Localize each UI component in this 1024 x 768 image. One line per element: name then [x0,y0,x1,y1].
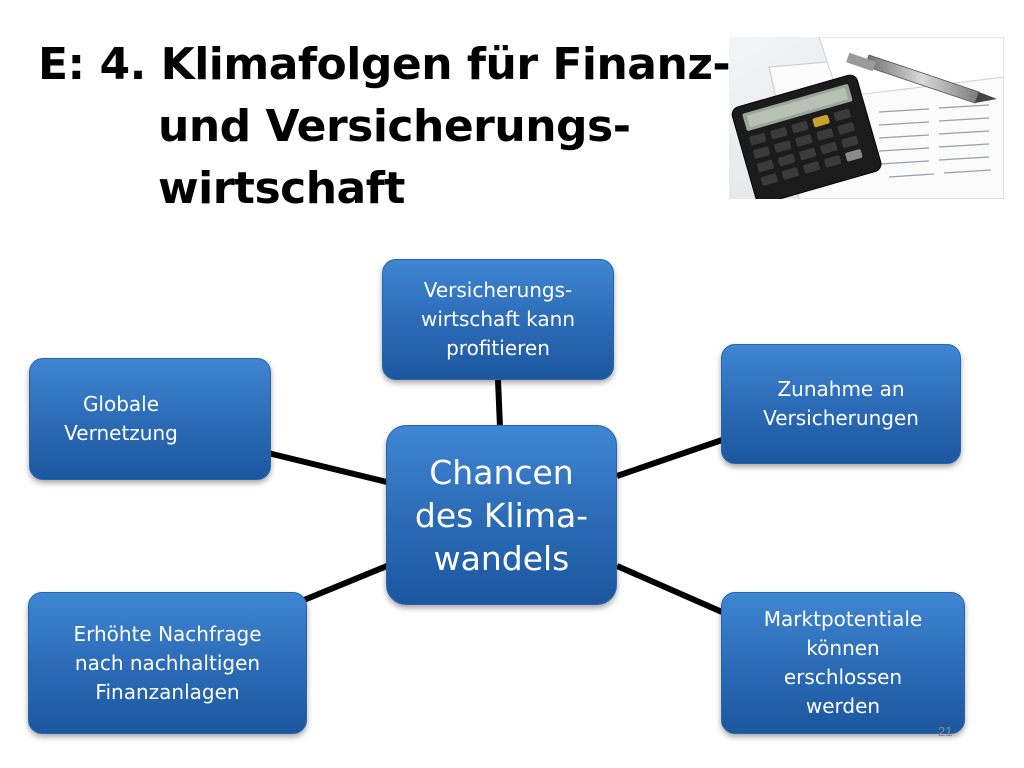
title-line-3: wirtschaft [158,163,405,214]
slide-title: E: 4. Klimafolgen für Finanz- und Versic… [38,34,731,220]
connector-left-upper [267,450,388,485]
title-line-1: E: 4. Klimafolgen für Finanz- [38,39,731,90]
calculator-illustration [729,37,1004,199]
node-erhoehte-nachfrage: Erhöhte Nachfrage nach nachhaltigen Fina… [28,592,307,734]
node-zunahme-versicherungen: Zunahme an Versicherungen [721,344,961,464]
connector-right-upper [616,437,723,479]
node-versicherungswirtschaft-profitieren: Versicherungs- wirtschaft kann profitier… [382,259,614,380]
calculator-photo [729,37,1004,199]
node-marktpotentiale: Marktpotentiale können erschlossen werde… [721,592,965,734]
connector-left-lower [302,563,389,603]
connector-top [495,379,503,428]
center-node-chancen-klimawandel: Chancen des Klima- wandels [386,425,617,605]
page-number: 21 [938,724,953,739]
title-line-2: und Versicherungs- [158,101,631,152]
pen-icon [846,52,997,104]
connector-right-lower [615,563,724,615]
node-globale-vernetzung: Globale Vernetzung [29,358,271,480]
